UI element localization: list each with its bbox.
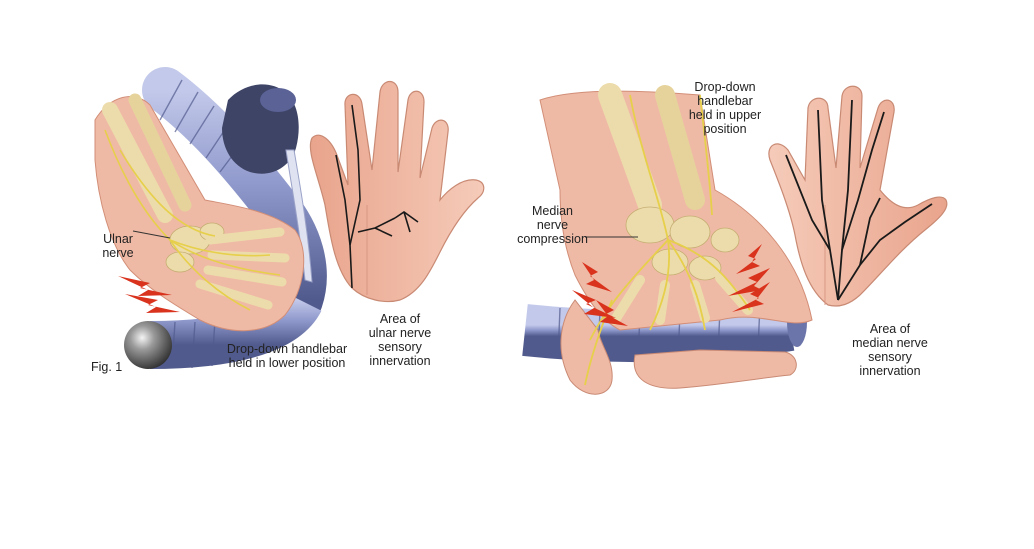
ulnar-area-label: Area of ulnar nerve sensory innervation bbox=[368, 312, 432, 368]
figure-number-label: Fig. 1 bbox=[91, 360, 123, 374]
brake-lever bbox=[222, 84, 313, 283]
ulnar-nerve-label: Ulnar nerve bbox=[102, 232, 134, 260]
handlebar-upper-bar bbox=[522, 299, 795, 363]
median-innervation-lines bbox=[785, 99, 933, 301]
left-hand-gripping bbox=[94, 93, 305, 332]
ulnar-innervation-lines bbox=[335, 104, 419, 289]
brake-lever-blade bbox=[285, 149, 313, 283]
handlebar-lower-bar bbox=[149, 287, 322, 369]
ulnar-nerve-leader bbox=[132, 230, 171, 239]
pain-bolts-left bbox=[118, 276, 180, 313]
median-area-palm bbox=[768, 85, 948, 307]
median-compression-label: Median nerve compression bbox=[517, 204, 588, 246]
pain-bolts-right bbox=[572, 244, 770, 326]
handlebar-end-cap bbox=[124, 321, 172, 369]
handlebar-upper-label: Drop-down handlebar held in upper positi… bbox=[688, 80, 762, 136]
handlebar-lower-label: Drop-down handlebar held in lower positi… bbox=[226, 342, 348, 370]
brake-lever-top bbox=[260, 88, 296, 112]
ulnar-area-palm bbox=[309, 80, 485, 303]
median-area-label: Area of median nerve sensory innervation bbox=[852, 322, 928, 378]
leader-lines bbox=[132, 230, 638, 239]
